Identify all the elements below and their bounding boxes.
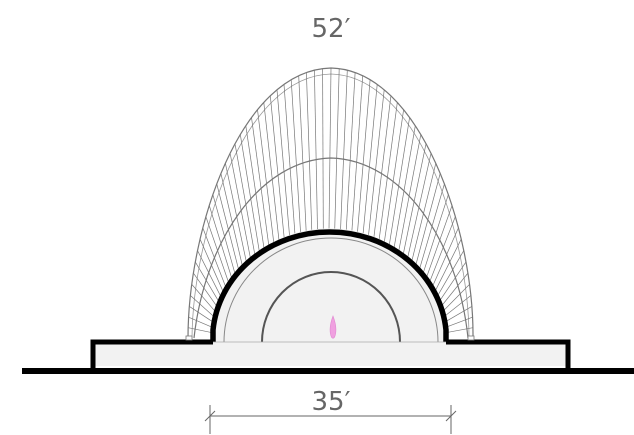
arch-rib [212,194,236,274]
arch-rib [322,68,324,231]
arch-rib [438,261,467,302]
arch-rib [429,216,456,283]
arch-rib [411,163,437,262]
arch-rib [345,72,356,232]
arch-rib [443,295,472,318]
arch-rib [290,79,301,234]
arch-rib [257,109,275,243]
arch-foot-right [467,335,475,341]
arch-rib [263,102,280,241]
arch-rib [225,163,247,262]
arch-rib [199,239,224,292]
arch-rib [442,284,470,313]
arch-rib [283,84,296,235]
arch-rib [306,72,313,232]
platform-outline [90,339,571,369]
arch-rib [440,272,469,307]
arch-ribs [188,67,473,334]
dome-outline [210,229,449,342]
arch-rib [298,75,307,233]
arch-foot-left [185,335,193,341]
arch-rib [419,183,445,270]
arch-rib [188,327,213,334]
arch-rib [368,89,385,237]
arch-rib [357,79,371,234]
arch-rib [194,261,220,302]
arch-rib [425,205,453,279]
arch-rib [314,70,318,231]
arch-rib [189,306,214,323]
arch-rib [402,143,427,255]
base-platform [93,338,568,366]
arch-rib [445,316,473,328]
dome-fill [213,228,446,342]
arch-rib [436,250,465,297]
arch-rib [445,327,473,334]
arch-rib [276,89,290,237]
arch-rib [373,95,392,239]
width-dimension-slash-left [204,410,216,422]
width-dimension-label: 35′ [312,387,351,417]
middle-arch [193,157,469,339]
arch-rib [398,134,422,252]
arch-rib [334,68,340,231]
arch-rib [269,95,285,239]
arch-rib [378,102,398,241]
arch-rib [444,306,472,323]
arch-rib [208,205,233,279]
arch-rib [229,153,251,259]
arch-rib [190,295,215,318]
arch-rib [191,284,216,313]
arch-rib [216,183,239,270]
arch-rib [251,117,270,246]
arch-rib [393,125,416,249]
arch-rib [188,316,213,328]
width-dimension-slash-right [445,410,457,422]
inner-sanctum-arc [261,271,401,343]
flame-icon [329,315,337,339]
arch-rib [193,272,218,307]
arch-rib [415,173,441,266]
arch-rib [234,143,256,255]
arch-rib [328,67,332,231]
arch-rib [351,75,364,233]
height-dimension-label: 52′ [312,14,351,44]
arch-rib [205,216,229,283]
width-dimension [204,405,457,434]
arch-rib [245,125,265,249]
arch-rib [202,227,227,288]
arch-rib [383,109,404,243]
arch-rib [434,239,462,292]
arch-rib [431,227,459,288]
arch-rib [422,194,449,274]
dome-inner-line [223,237,439,343]
arch-rib [239,134,260,252]
arch-rib [220,173,243,266]
arch-rib [407,153,432,259]
arch-rib [388,117,410,246]
arch-rib [197,250,222,297]
arch-rib [340,70,348,231]
arch-rib [362,84,378,235]
